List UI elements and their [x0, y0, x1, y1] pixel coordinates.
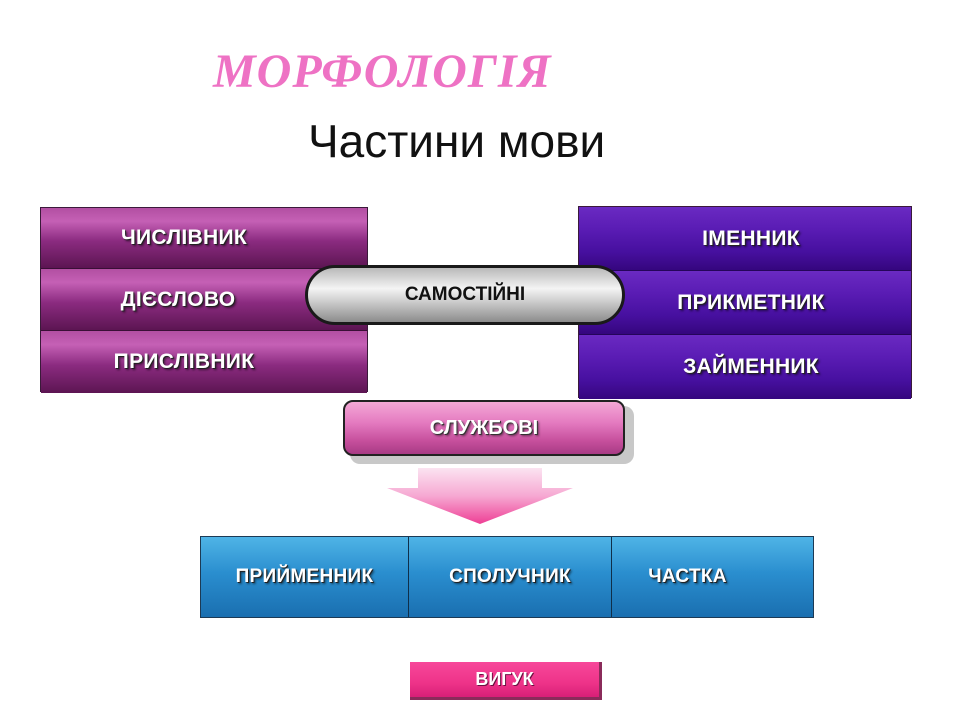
service-parts-group: ПРИЙМЕННИК СПОЛУЧНИК ЧАСТКА	[200, 536, 814, 618]
right-parts-group: ІМЕННИК ПРИКМЕТНИК ЗАЙМЕННИК	[578, 206, 912, 399]
interjection-label: ВИГУК	[410, 662, 602, 700]
independent-parts-label: САМОСТІЙНІ	[305, 265, 625, 325]
part-adjective: ПРИКМЕТНИК	[579, 271, 911, 335]
part-particle: ЧАСТКА	[612, 537, 813, 617]
down-arrow-icon	[387, 468, 573, 524]
part-pronoun: ЗАЙМЕННИК	[579, 335, 911, 399]
service-parts-label: СЛУЖБОВІ	[343, 400, 625, 456]
left-parts-group: ЧИСЛІВНИК ДІЄСЛОВО ПРИСЛІВНИК	[40, 207, 368, 393]
diagram-subtitle: Частини мови	[308, 115, 606, 167]
part-preposition: ПРИЙМЕННИК	[201, 537, 409, 617]
diagram-title: МОРФОЛОГІЯ	[213, 45, 552, 98]
part-numeral: ЧИСЛІВНИК	[41, 208, 367, 269]
part-adverb: ПРИСЛІВНИК	[41, 331, 367, 393]
part-conjunction: СПОЛУЧНИК	[409, 537, 612, 617]
part-noun: ІМЕННИК	[579, 207, 911, 271]
